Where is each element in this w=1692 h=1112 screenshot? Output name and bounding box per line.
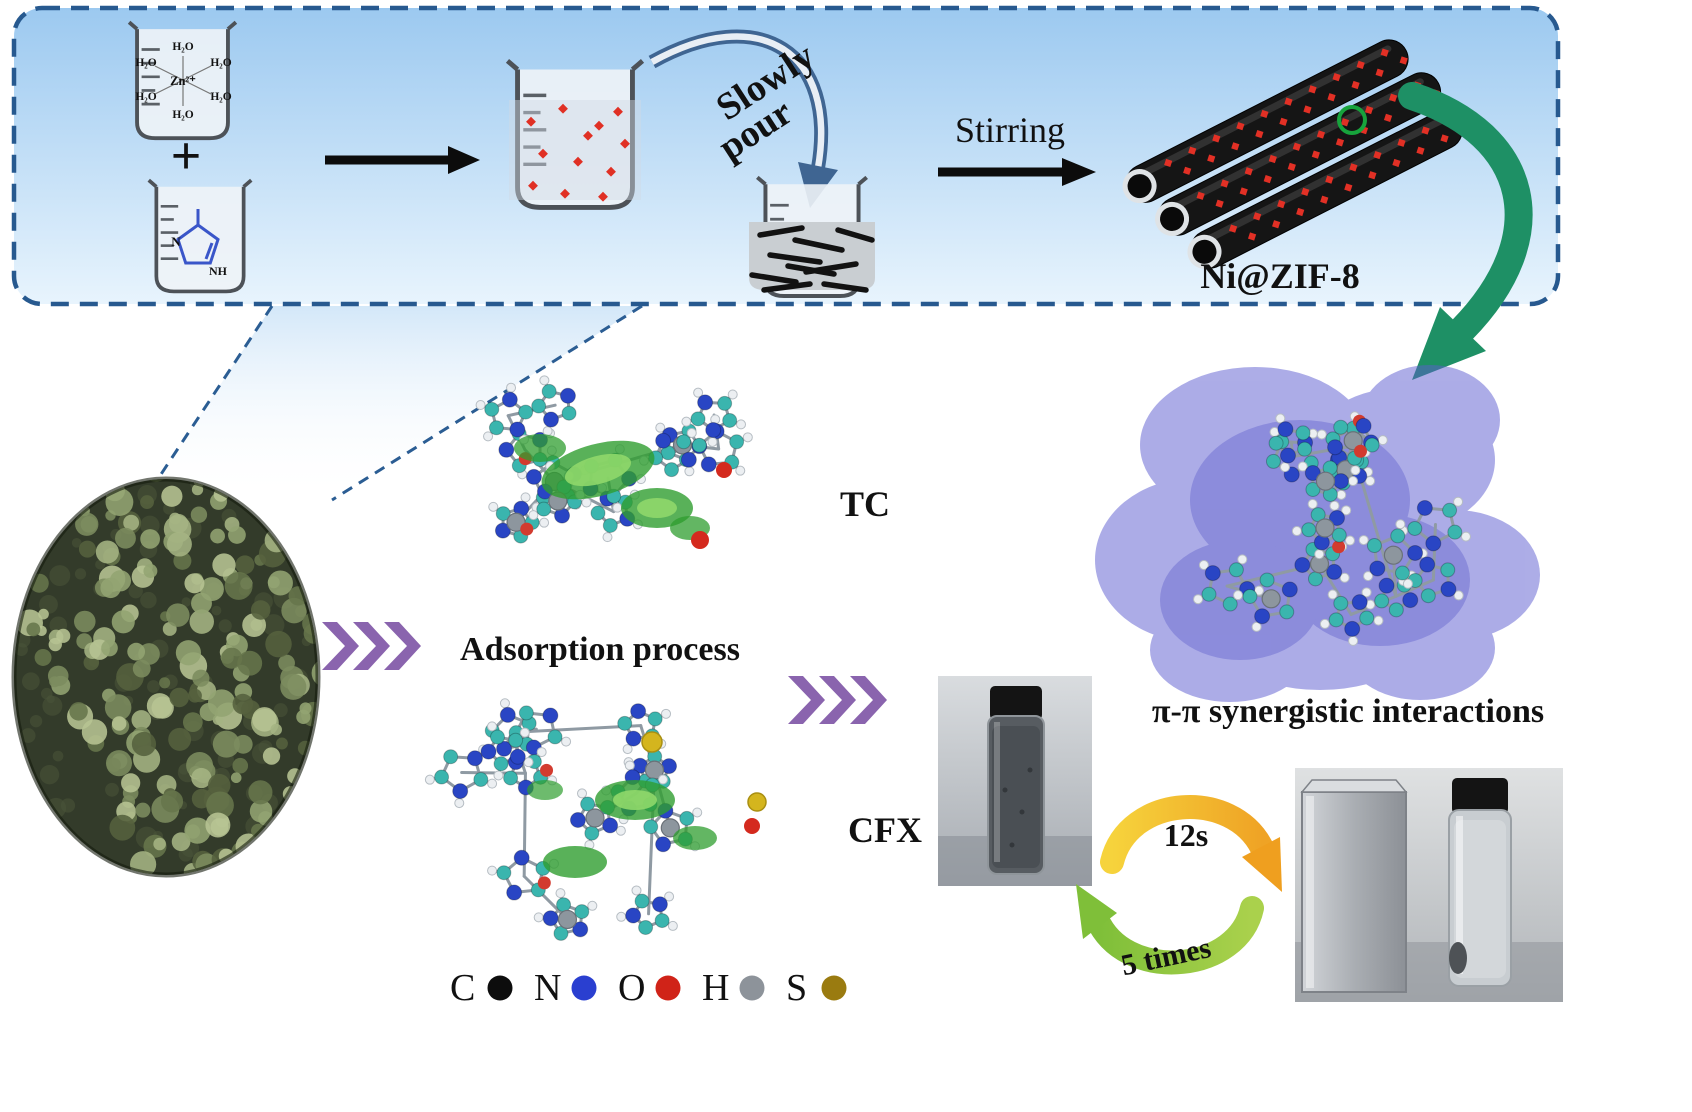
zinc-solution-beaker: H₂O H₂O H₂O H₂O H₂O H₂O Zn²⁺ [129,22,236,138]
pi-molecule [1193,411,1471,646]
h2o-label: H₂O [135,91,156,103]
h2o-label: H₂O [210,91,231,103]
legend-h-dot [739,975,765,1001]
legend-s-label: S [786,967,807,1009]
legend-c-dot [487,975,513,1001]
adsorption-process-label: Adsorption process [460,631,740,668]
plus-sign: + [171,126,202,186]
cfx-isosurfaces [527,731,767,878]
pi-interactions-label: π-π synergistic interactions [1152,693,1544,730]
zif-rods [749,225,875,293]
h2o-label: H₂O [172,41,193,53]
atom-legend: C N O H S [450,967,847,1009]
recycle-arrow-12s [1100,795,1282,892]
imidazole-nh-label: NH [209,264,228,278]
legend-s-dot [821,975,847,1001]
imidazole-n-label: N [171,234,181,249]
nickel-particles [526,103,630,202]
h2o-label: H₂O [135,57,156,69]
recycle-cycles-label: 5 times [1118,931,1214,982]
mixed-solution-beaker [749,177,875,296]
chevrons-to-separation [788,676,887,724]
legend-n-dot [571,975,597,1001]
recycle-duration-label: 12s [1164,817,1208,853]
imidazole-structure [176,209,220,265]
site-highlight-ring [1337,105,1367,135]
legend-n-label: N [534,967,561,1009]
tc-label: TC [840,484,890,524]
h2o-label: H₂O [210,57,231,69]
imidazole-solution-beaker: N NH [149,180,252,291]
mix-arrow [325,146,480,174]
legend-h-label: H [702,967,729,1009]
recycle-arrow-5times [1076,884,1264,975]
vial-photo-after-with-magnet [1295,768,1563,1002]
zinc-ion-label: Zn²⁺ [170,74,196,88]
legend-o-label: O [618,967,645,1009]
cfx-molecule [424,698,703,941]
nickel-suspension-beaker [507,61,642,208]
zoom-cone-line-right [331,304,643,502]
zoom-cone [150,306,642,500]
vial-photo-before [938,676,1092,886]
magnet [1300,779,1408,993]
stirring-label: Stirring [955,110,1065,150]
h2o-label: H₂O [172,109,193,121]
clear-vial [1448,778,1512,987]
stirring-arrow [938,158,1096,186]
legend-o-dot [655,975,681,1001]
result-green-arrow [1398,82,1533,380]
chevrons-to-adsorption [322,622,421,670]
cfx-label: CFX [848,810,922,850]
legend-c-label: C [450,967,475,1009]
product-label: Ni@ZIF-8 [1200,256,1360,296]
tc-isosurfaces [514,434,732,549]
